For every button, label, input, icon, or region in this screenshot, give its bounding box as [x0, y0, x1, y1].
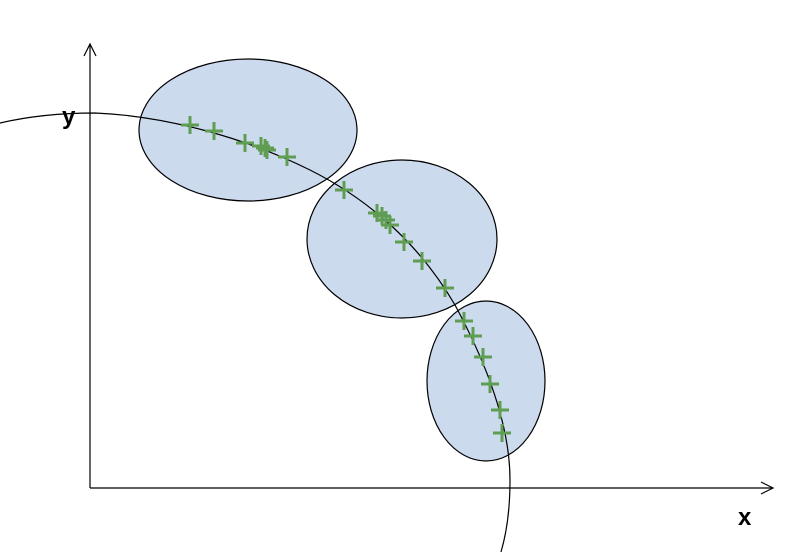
y-axis-label: y — [62, 103, 76, 130]
plus-marker — [181, 116, 199, 134]
y-axis-arrow — [83, 42, 97, 57]
plus-marker — [205, 122, 223, 140]
plus-marker — [413, 252, 431, 270]
cluster-ellipse-2 — [306, 159, 498, 319]
cluster-ellipse-3 — [426, 300, 546, 462]
plus-marker — [373, 207, 391, 225]
plus-marker — [493, 424, 511, 442]
cluster-ellipses — [138, 58, 546, 462]
cluster-ellipse-1 — [138, 58, 358, 202]
plus-marker — [381, 216, 399, 234]
plus-marker — [278, 148, 296, 166]
plus-marker — [236, 134, 254, 152]
plus-marker — [436, 279, 454, 297]
axes — [83, 42, 775, 495]
plus-marker — [256, 139, 274, 157]
x-axis-label: x — [738, 504, 752, 531]
plus-marker — [455, 312, 473, 330]
data-markers — [181, 116, 511, 442]
plus-marker — [335, 181, 353, 199]
x-axis-arrow — [760, 481, 775, 495]
plus-marker — [395, 233, 413, 251]
plus-marker — [464, 327, 482, 345]
plus-marker — [481, 375, 499, 393]
plus-marker — [474, 348, 492, 366]
plus-marker — [258, 141, 276, 159]
plus-marker — [491, 401, 509, 419]
